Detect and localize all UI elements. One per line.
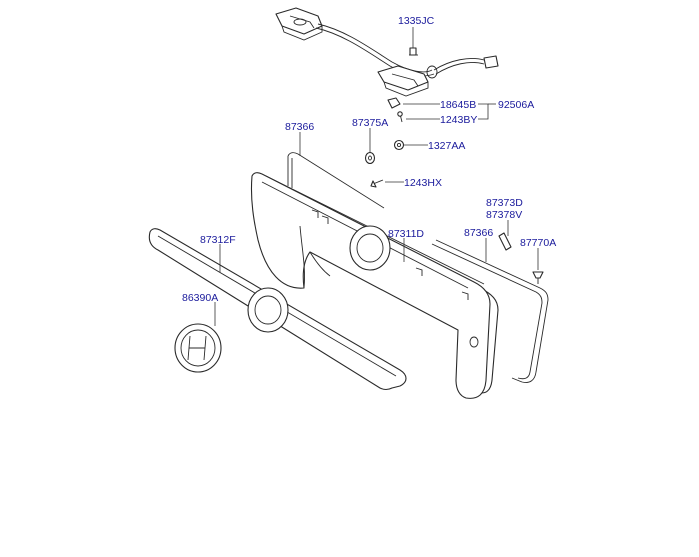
weatherstrip-upper: [287, 152, 385, 209]
label-87366-lower: 87366: [464, 227, 493, 239]
washer-87375a: [364, 151, 376, 165]
main-garnish-87311d: [250, 172, 491, 399]
clip-87373d: [498, 232, 512, 251]
weatherstrip-lower: [431, 239, 549, 383]
license-lamp-lower: [377, 65, 429, 97]
label-87375a: 87375A: [352, 117, 388, 129]
label-87312f: 87312F: [200, 234, 236, 246]
label-87770a: 87770A: [520, 237, 556, 249]
license-lamp-upper: [275, 7, 323, 41]
label-1327aa: 1327AA: [428, 140, 465, 152]
label-18645b: 18645B: [440, 99, 476, 111]
label-1243hx: 1243HX: [404, 177, 442, 189]
screw-1335jc: [409, 47, 418, 56]
bulb-18645b: [387, 97, 401, 109]
label-87311d: 87311D: [388, 228, 424, 240]
label-87366-upper: 87366: [285, 121, 314, 133]
label-87373d: 87373D: [486, 197, 523, 209]
label-1243by: 1243BY: [440, 114, 477, 126]
front-garnish-87312f: [148, 228, 407, 391]
label-92506a: 92506A: [498, 99, 534, 111]
leader-lines: [214, 27, 539, 326]
screw-1243by: [397, 111, 403, 123]
nut-1327aa: [393, 139, 405, 151]
label-87378v: 87378V: [486, 209, 522, 221]
label-86390a: 86390A: [182, 292, 218, 304]
label-1335jc: 1335JC: [398, 15, 435, 27]
clip-87770a: [532, 271, 544, 284]
emblem-86390a: [174, 323, 222, 373]
screw-1243hx: [370, 179, 384, 188]
